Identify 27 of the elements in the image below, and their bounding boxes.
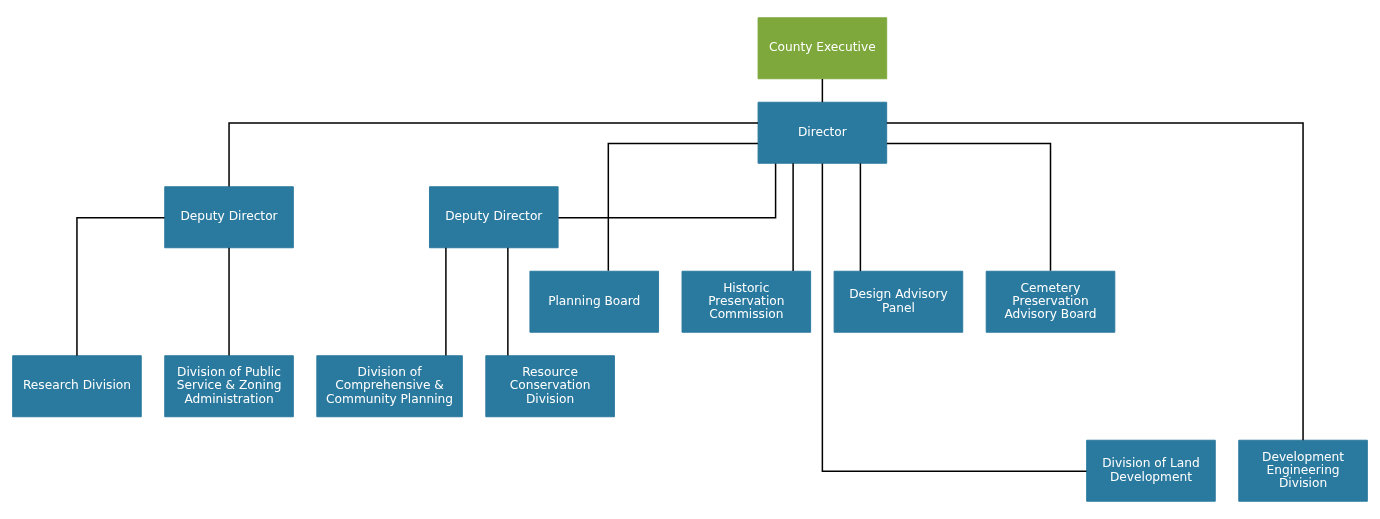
- connector: [76, 216, 166, 357]
- connector: [821, 78, 824, 103]
- connector: [507, 247, 509, 357]
- connector: [557, 162, 777, 219]
- node-box: Development Engineering Division: [1238, 439, 1368, 502]
- connector: [792, 162, 794, 272]
- connector: [821, 162, 1088, 472]
- connector: [885, 122, 1304, 441]
- node-box: Deputy Director: [164, 186, 294, 249]
- node-box: Resource Conservation Division: [485, 355, 615, 418]
- node-box: Division of Comprehensive & Community Planning: [316, 355, 463, 418]
- node-box: Division of Land Development: [1086, 439, 1216, 502]
- node-box: Research Division: [12, 355, 142, 418]
- node-box: Director: [757, 101, 888, 164]
- node-box: Cemetery Preservation Advisory Board: [985, 270, 1116, 333]
- connector: [859, 162, 862, 272]
- connector: [886, 142, 1052, 272]
- connector: [228, 122, 759, 188]
- node-box: County Executive: [757, 17, 888, 80]
- connector: [445, 247, 447, 357]
- connector: [607, 142, 759, 272]
- node-box: Deputy Director: [429, 186, 559, 249]
- node-box: Design Advisory Panel: [833, 270, 964, 333]
- node-box: Planning Board: [529, 270, 659, 333]
- node-box: Historic Preservation Commission: [681, 270, 812, 333]
- node-box: Division of Public Service & Zoning Administration: [164, 355, 294, 418]
- connector: [228, 247, 230, 357]
